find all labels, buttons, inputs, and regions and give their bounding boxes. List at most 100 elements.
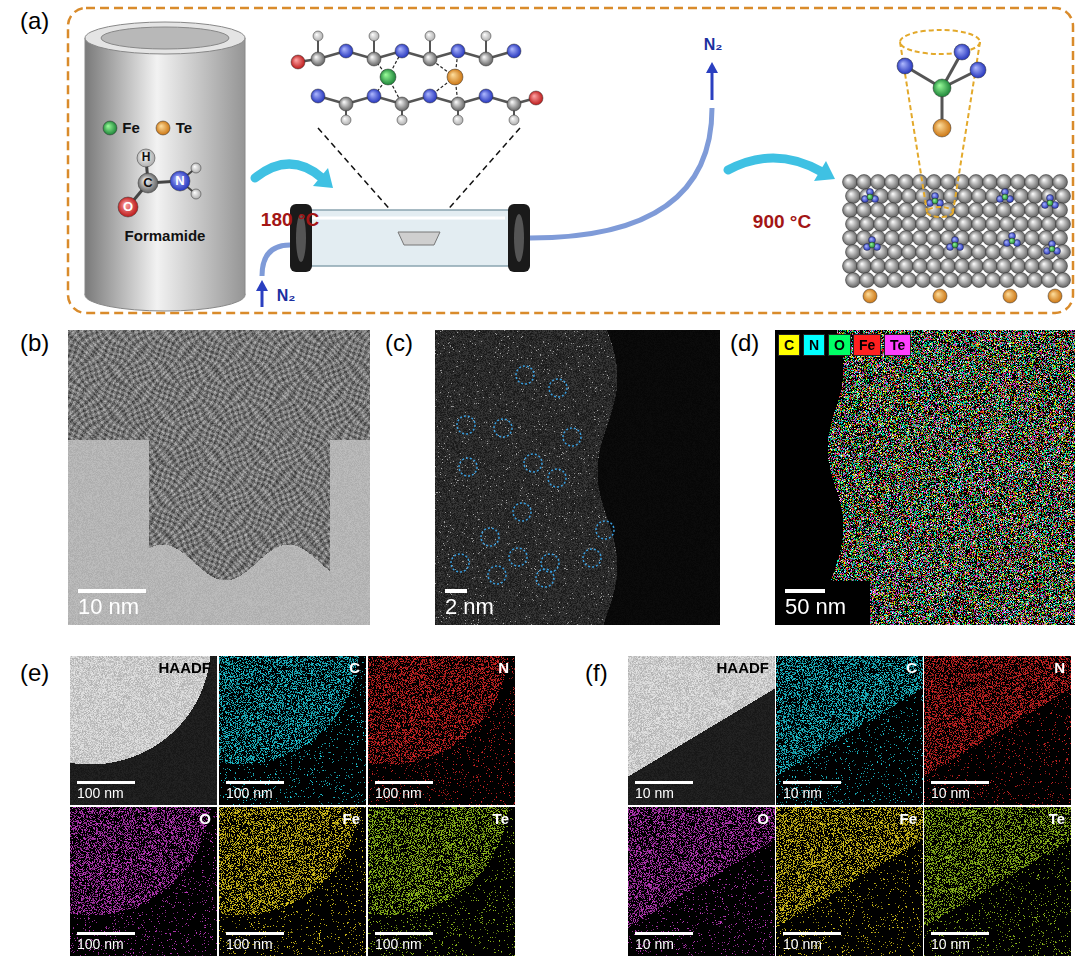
element-map-tile: HAADF100 nm — [70, 656, 217, 805]
atom-sphere — [969, 175, 984, 190]
atom-sphere — [341, 115, 351, 125]
atom-sphere — [846, 273, 861, 288]
figure-label: Formamide — [125, 228, 206, 245]
atom-sphere — [944, 217, 959, 232]
atom-sphere — [479, 52, 493, 66]
scale-bar — [635, 781, 693, 784]
atom-sphere — [927, 175, 942, 190]
atom-sphere — [1000, 217, 1015, 232]
atom-sphere — [871, 259, 886, 274]
atom-sphere — [983, 259, 998, 274]
element-map-tile: O100 nm — [70, 807, 217, 956]
legend-text: Fe — [859, 337, 875, 353]
atom-sphere — [1056, 273, 1071, 288]
atom-sphere — [857, 259, 872, 274]
atom-sphere — [1011, 203, 1026, 218]
micrograph-image — [68, 330, 370, 625]
atom-sphere — [983, 175, 998, 190]
element-label: Fe — [342, 811, 360, 828]
gas-pipe — [530, 108, 712, 238]
arrow-head — [256, 280, 268, 291]
panel-letter: (b) — [20, 330, 49, 356]
figure-label: O — [123, 200, 133, 214]
tube-cap — [508, 204, 530, 272]
atom-sphere — [1014, 217, 1029, 232]
atom-sphere — [451, 97, 465, 111]
scale-label: 100 nm — [226, 937, 273, 952]
atom-sphere — [311, 89, 325, 103]
atom-sphere — [1056, 189, 1071, 204]
process-arrow — [255, 164, 322, 178]
atom-sphere — [972, 217, 987, 232]
scale-label: 10 nm — [78, 595, 139, 619]
atom-sphere — [843, 175, 858, 190]
atom-sphere — [969, 231, 984, 246]
atom-sphere — [863, 289, 877, 303]
scale-bar — [226, 932, 284, 935]
atom-sphere — [1025, 203, 1040, 218]
atom-sphere — [983, 231, 998, 246]
atom-sphere — [1056, 217, 1071, 232]
atom-sphere — [958, 189, 973, 204]
atom-sphere — [1025, 175, 1040, 190]
atom-sphere — [425, 31, 435, 41]
atom-sphere — [1014, 189, 1029, 204]
atom-sphere — [846, 189, 861, 204]
atom-sphere — [1014, 245, 1029, 260]
atom-sphere — [902, 189, 917, 204]
atom-sphere — [899, 203, 914, 218]
atom-sphere — [103, 121, 117, 135]
atom-sphere — [969, 259, 984, 274]
autoclave-body — [85, 38, 245, 295]
figure-label: 180 °C — [261, 210, 319, 231]
atom-sphere — [367, 52, 381, 66]
atom-sphere — [874, 217, 889, 232]
scale-bar — [375, 781, 433, 784]
legend-swatch: N — [803, 334, 825, 356]
atom-sphere — [1042, 217, 1057, 232]
atom-sphere — [933, 119, 951, 137]
atom-sphere — [972, 189, 987, 204]
atom-sphere — [507, 97, 521, 111]
legend-text: O — [834, 337, 845, 353]
atom-sphere — [313, 31, 323, 41]
atom-sphere — [969, 203, 984, 218]
atom-sphere — [986, 217, 1001, 232]
scale-label: 10 nm — [783, 937, 822, 952]
atom-sphere — [902, 217, 917, 232]
atom-sphere — [339, 44, 353, 58]
figure-label: Fe — [122, 120, 140, 137]
atom-sphere — [916, 217, 931, 232]
scale-bar — [77, 781, 135, 784]
tube-highlight — [312, 217, 505, 220]
atom-sphere — [1011, 175, 1026, 190]
atom-sphere — [997, 203, 1012, 218]
autoclave-edge — [85, 38, 86, 295]
atom-sphere — [970, 62, 986, 78]
atom-sphere — [846, 217, 861, 232]
atom-sphere — [930, 245, 945, 260]
atom-sphere — [913, 175, 928, 190]
atom-sphere — [885, 175, 900, 190]
element-label: HAADF — [717, 660, 770, 677]
figure-label: (f) — [585, 660, 608, 686]
legend-swatch: C — [778, 334, 800, 356]
atom-sphere — [191, 189, 201, 199]
element-map-tile: N10 nm — [924, 656, 1071, 805]
scale-bar — [226, 781, 284, 784]
atom-sphere — [843, 203, 858, 218]
panel-letter: (c) — [385, 330, 413, 356]
atom-sphere — [857, 203, 872, 218]
element-label: O — [757, 811, 769, 828]
atom-sphere — [857, 175, 872, 190]
atom-sphere — [885, 231, 900, 246]
atom-sphere — [481, 31, 491, 41]
element-map-tile: C10 nm — [776, 656, 923, 805]
element-map-tile: Te10 nm — [924, 807, 1071, 956]
element-map-tile: Fe 100 nm — [219, 807, 366, 956]
panel-letter: (d) — [730, 330, 759, 356]
atom-sphere — [1028, 217, 1043, 232]
atom-sphere — [1039, 175, 1054, 190]
atom-sphere — [395, 97, 409, 111]
atom-sphere — [1048, 289, 1062, 303]
